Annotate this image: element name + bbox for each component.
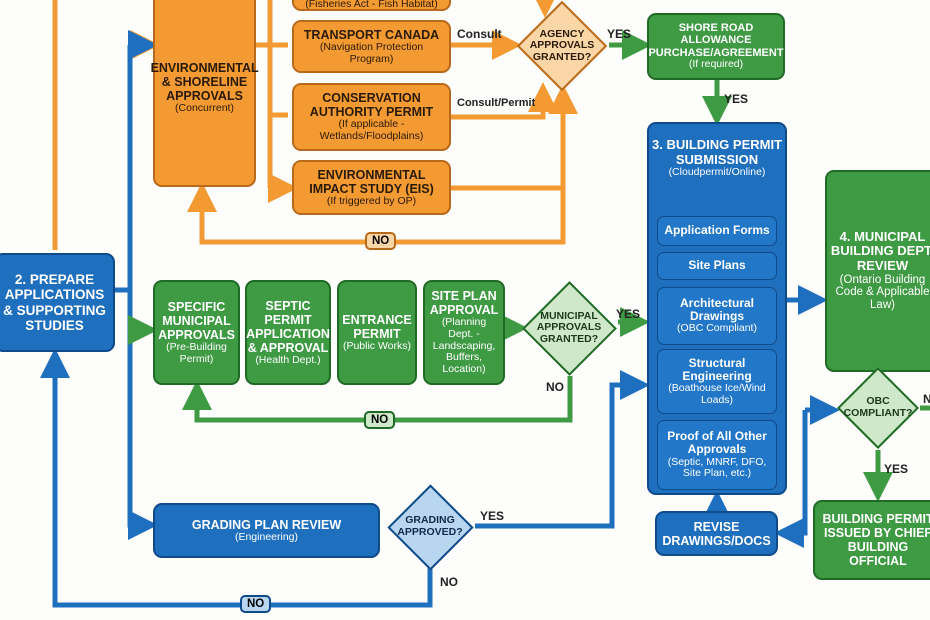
municipal-no-label: NO [546, 380, 564, 394]
municipal-item: SEPTIC PERMIT APPLICATION & APPROVAL (He… [245, 280, 331, 385]
eis-title: ENVIRONMENTAL IMPACT STUDY (EIS) [309, 167, 434, 196]
revise-drawings-box: REVISE DRAWINGS/DOCS [655, 511, 778, 556]
transport-canada-box: TRANSPORT CANADA (Navigation Protection … [292, 20, 451, 73]
municipal-item-subtitle: (Pre-Building Permit) [166, 340, 227, 365]
obc-yes-label: YES [884, 462, 909, 476]
environmental-shoreline-box: ENVIRONMENTAL & SHORELINE APPROVALS (Con… [150, 0, 259, 187]
municipal-item-subtitle: (Public Works) [342, 339, 412, 352]
submission-item-title: Site Plans [688, 258, 746, 273]
municipal-yes-label: YES [616, 307, 641, 321]
submission-title: 3. BUILDING PERMIT SUBMISSION [652, 137, 783, 167]
environmental-title: ENVIRONMENTAL & SHORELINE APPROVALS [150, 60, 259, 103]
municipal-no-tag: NO [364, 411, 396, 429]
grading-no-label: NO [440, 575, 458, 589]
submission-item-subtitle: (OBC Compliant) [677, 322, 757, 335]
fisheries-subtitle: (Fisheries Act - Fish Habitat) [305, 0, 438, 11]
grading-plan-box: GRADING PLAN REVIEW (Engineering) [153, 503, 380, 558]
municipal-item-subtitle: (Health Dept.) [255, 353, 321, 366]
municipal-review-box: 4. MUNICIPAL BUILDING DEPT. REVIEW (Onta… [825, 170, 930, 372]
permit-issued-box: BUILDING PERMIT ISSUED BY CHIEF BUILDING… [813, 500, 930, 580]
submission-item: Site Plans [657, 252, 777, 280]
municipal-item-title: SITE PLAN APPROVAL [429, 289, 499, 318]
obc-question: OBC COMPLIANT? [843, 395, 913, 419]
submission-subtitle: (Cloudpermit/Online) [668, 166, 766, 179]
agency-question: AGENCY APPROVALS GRANTED? [529, 27, 595, 63]
grading-question: GRADING APPROVED? [397, 514, 463, 538]
conservation-authority-box: CONSERVATION AUTHORITY PERMIT (If applic… [292, 83, 451, 151]
submission-item-subtitle: (Boathouse Ice/Wind Loads) [668, 382, 766, 406]
environmental-subtitle: (Concurrent) [175, 101, 234, 114]
submission-item: Structural Engineering(Boathouse Ice/Win… [657, 349, 777, 414]
prepare-title: 2. PREPARE APPLICATIONS & SUPPORTING STU… [3, 272, 106, 333]
municipal-item-subtitle: (Planning Dept. - Landscaping, Buffers, … [432, 316, 496, 376]
shore-road-yes-label: YES [724, 92, 749, 106]
issued-title: BUILDING PERMIT ISSUED BY CHIEF BUILDING… [822, 512, 930, 568]
agency-decision-diamond: AGENCY APPROVALS GRANTED? [515, 0, 609, 92]
municipal-item-title: SPECIFIC MUNICIPAL APPROVALS [158, 299, 235, 342]
consult-permit-label: Consult/Permit [457, 97, 536, 109]
consult-label: Consult [457, 27, 502, 41]
submission-item-title: Structural Engineering [682, 355, 752, 383]
review-title: 4. MUNICIPAL BUILDING DEPT. REVIEW [830, 228, 930, 273]
municipal-item-title: ENTRANCE PERMIT [342, 312, 412, 341]
shore-road-subtitle: (If required) [688, 58, 744, 71]
submission-item: Application Forms [657, 216, 777, 246]
municipal-item: SPECIFIC MUNICIPAL APPROVALS (Pre-Buildi… [153, 280, 240, 385]
agency-yes-label: YES [607, 27, 632, 41]
eis-box: ENVIRONMENTAL IMPACT STUDY (EIS) (If tri… [292, 160, 451, 215]
submission-item: Architectural Drawings(OBC Compliant) [657, 287, 777, 345]
municipal-question: MUNICIPAL APPROVALS GRANTED? [536, 309, 602, 345]
municipal-item: SITE PLAN APPROVAL (Planning Dept. - Lan… [423, 280, 505, 385]
building-permit-submission-box: 3. BUILDING PERMIT SUBMISSION (Cloudperm… [647, 122, 787, 495]
grading-decision-diamond: GRADING APPROVED? [385, 483, 475, 571]
shore-road-title: SHORE ROAD ALLOWANCE PURCHASE/AGREEMENT [648, 22, 784, 59]
orange-branch [256, 0, 288, 188]
submission-item-title: Architectural Drawings [679, 296, 755, 324]
conservation-title: CONSERVATION AUTHORITY PERMIT [309, 91, 434, 120]
obc-no-label: N [923, 392, 930, 406]
obc-decision-diamond: OBC COMPLIANT? [836, 366, 920, 450]
blue-trunk [115, 45, 148, 293]
prepare-applications-box: 2. PREPARE APPLICATIONS & SUPPORTING STU… [0, 253, 115, 352]
submission-item-title: Application Forms [664, 223, 770, 238]
revise-title: REVISE DRAWINGS/DOCS [662, 519, 771, 548]
municipal-item-title: SEPTIC PERMIT APPLICATION & APPROVAL [246, 298, 330, 355]
shore-road-box: SHORE ROAD ALLOWANCE PURCHASE/AGREEMENT … [647, 13, 785, 80]
grading-yes-label: YES [480, 509, 505, 523]
municipal-decision-diamond: MUNICIPAL APPROVALS GRANTED? [520, 280, 618, 376]
submission-item: Proof of All Other Approvals(Septic, MNR… [657, 420, 777, 490]
transport-title: TRANSPORT CANADA [303, 27, 440, 42]
conservation-subtitle: (If applicable - Wetlands/Floodplains) [319, 118, 424, 142]
review-subtitle: (Ontario Building Code & Applicable Law) [835, 273, 930, 312]
transport-subtitle: (Navigation Protection Program) [319, 40, 424, 65]
municipal-item: ENTRANCE PERMIT (Public Works) [337, 280, 417, 385]
agency-no-tag: NO [365, 232, 397, 250]
submission-item-title: Proof of All Other Approvals [667, 429, 767, 457]
fisheries-box: (Fisheries Act - Fish Habitat) [292, 0, 451, 11]
eis-subtitle: (If triggered by OP) [326, 194, 417, 207]
grading-subtitle: (Engineering) [234, 530, 299, 543]
submission-item-subtitle: (Septic, MNRF, DFO, Site Plan, etc.) [667, 455, 767, 480]
grading-title: GRADING PLAN REVIEW [191, 517, 342, 532]
grading-no-tag: NO [240, 595, 272, 613]
